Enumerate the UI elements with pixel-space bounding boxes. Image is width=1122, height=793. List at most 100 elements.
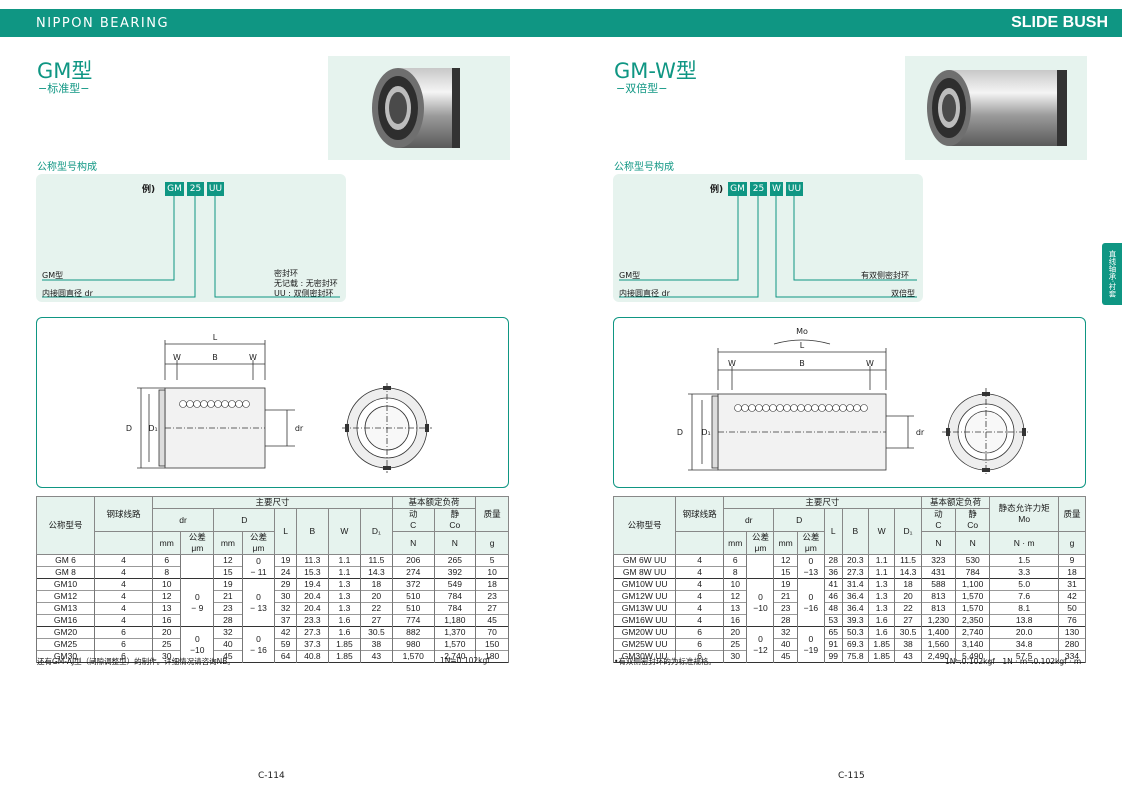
cell-Co: 530 <box>955 554 991 567</box>
tol-dr-cell: 0−10 <box>180 626 215 663</box>
side-tab-linear-bearing[interactable]: 直线轴承·衬套 <box>1102 243 1122 305</box>
footnote: •有双侧密封环的为标准规格。 <box>614 657 716 666</box>
th-unit-N: N <box>433 531 477 555</box>
cell-Co: 784 <box>433 602 477 615</box>
cell-D1: 14.3 <box>359 566 393 579</box>
th-unit-N: N <box>955 531 991 555</box>
cell-D1: 22 <box>894 602 922 615</box>
cell-name: GM20 <box>36 626 95 639</box>
cell-Mo: 3.3 <box>989 566 1059 579</box>
cell-C: 431 <box>920 566 957 579</box>
cell-m: 5 <box>475 554 509 567</box>
tol-dr-cell <box>746 554 775 579</box>
cell-W: 1.6 <box>867 626 896 639</box>
cell-W: 1.3 <box>867 602 896 615</box>
code-tag-seal: UU <box>207 182 224 196</box>
cell-dr: 25 <box>723 638 748 651</box>
cell-name: GM25 <box>36 638 95 651</box>
cell-D: 40 <box>773 638 798 651</box>
cell-D: 12 <box>773 554 798 567</box>
cell-B: 23.3 <box>295 614 329 627</box>
th-ball-rows: 钢球线路 <box>93 496 153 532</box>
cell-D: 28 <box>773 614 798 627</box>
cell-B: 11.3 <box>295 554 329 567</box>
dim-D1-label: D₁ <box>148 424 157 433</box>
code-section-label: 公称型号构成 <box>614 162 674 173</box>
cell-D1: 38 <box>359 638 393 651</box>
cell-W: 1.3 <box>327 578 361 591</box>
code-tag-size: 25 <box>750 182 767 196</box>
cell-C: 774 <box>391 614 435 627</box>
th-load: 基本额定负荷 <box>391 496 477 509</box>
cell-D1: 30.5 <box>894 626 922 639</box>
cell-C: 1,570 <box>391 650 435 663</box>
tol-dr-cell: 0− 9 <box>180 578 215 627</box>
cell-rows: 6 <box>93 626 153 639</box>
product-subtitle: −标准型− <box>38 82 90 95</box>
page-left: GM型 −标准型− 公称型号构成 例) GM 25 UU GM型 内接圆直径 d… <box>36 56 510 781</box>
cell-D1: 43 <box>894 650 922 663</box>
cell-B: 75.8 <box>841 650 869 663</box>
cell-m: 280 <box>1057 638 1087 651</box>
cell-dr: 13 <box>723 602 748 615</box>
cell-D: 23 <box>773 602 798 615</box>
cell-Co: 1,370 <box>433 626 477 639</box>
code-tag-type: GM <box>165 182 184 196</box>
code-section-label: 公称型号构成 <box>37 162 97 173</box>
cell-W: 1.3 <box>867 590 896 603</box>
dimension-diagram: Mo L W B W D D₁ dr <box>613 317 1086 488</box>
cell-m: 27 <box>475 602 509 615</box>
cell-rows: 4 <box>93 602 153 615</box>
product-title: GM-W型 <box>614 59 697 83</box>
cell-name: GM 6W UU <box>612 554 677 567</box>
cell-m: 150 <box>475 638 509 651</box>
brand-name: NIPPON BEARING <box>36 16 170 31</box>
cell-D1: 27 <box>359 614 393 627</box>
cell-C: 588 <box>920 578 957 591</box>
cell-W: 1.1 <box>327 566 361 579</box>
cell-name: GM20W UU <box>612 626 677 639</box>
cell-Mo: 20.0 <box>989 626 1059 639</box>
cell-D1: 38 <box>894 638 922 651</box>
cell-m: 76 <box>1057 614 1087 627</box>
cell-Mo: 1.5 <box>989 554 1059 567</box>
dim-W-label-left: W <box>173 353 181 362</box>
th-W: W <box>867 508 896 555</box>
cell-Co: 1,570 <box>955 590 991 603</box>
cell-m: 18 <box>475 578 509 591</box>
cell-B: 15.3 <box>295 566 329 579</box>
cell-rows: 6 <box>675 626 725 639</box>
th-dr: dr <box>151 508 215 532</box>
cell-Mo: 8.1 <box>989 602 1059 615</box>
cell-C: 206 <box>391 554 435 567</box>
cell-name: GM12 <box>36 590 95 603</box>
product-subtitle: −双倍型− <box>616 82 668 95</box>
cell-Co: 784 <box>955 566 991 579</box>
tol-D-cell: 0− 16 <box>241 626 276 663</box>
cell-m: 50 <box>1057 602 1087 615</box>
code-structure-box <box>613 174 923 302</box>
cell-C: 274 <box>391 566 435 579</box>
cell-Co: 265 <box>433 554 477 567</box>
cell-rows: 4 <box>93 566 153 579</box>
code-tag-double: W <box>770 182 783 196</box>
cell-dr: 20 <box>723 626 748 639</box>
page-number: C-115 <box>838 771 865 781</box>
cell-B: 36.4 <box>841 590 869 603</box>
cell-name: GM13W UU <box>612 602 677 615</box>
cell-C: 813 <box>920 602 957 615</box>
th-ball-rows: 钢球线路 <box>675 496 725 532</box>
cell-rows: 4 <box>93 590 153 603</box>
code-label-type: GM型 <box>619 271 641 280</box>
cell-D1: 20 <box>359 590 393 603</box>
th-unit <box>93 531 153 555</box>
cell-W: 1.1 <box>327 554 361 567</box>
page-number: C-114 <box>258 771 285 781</box>
